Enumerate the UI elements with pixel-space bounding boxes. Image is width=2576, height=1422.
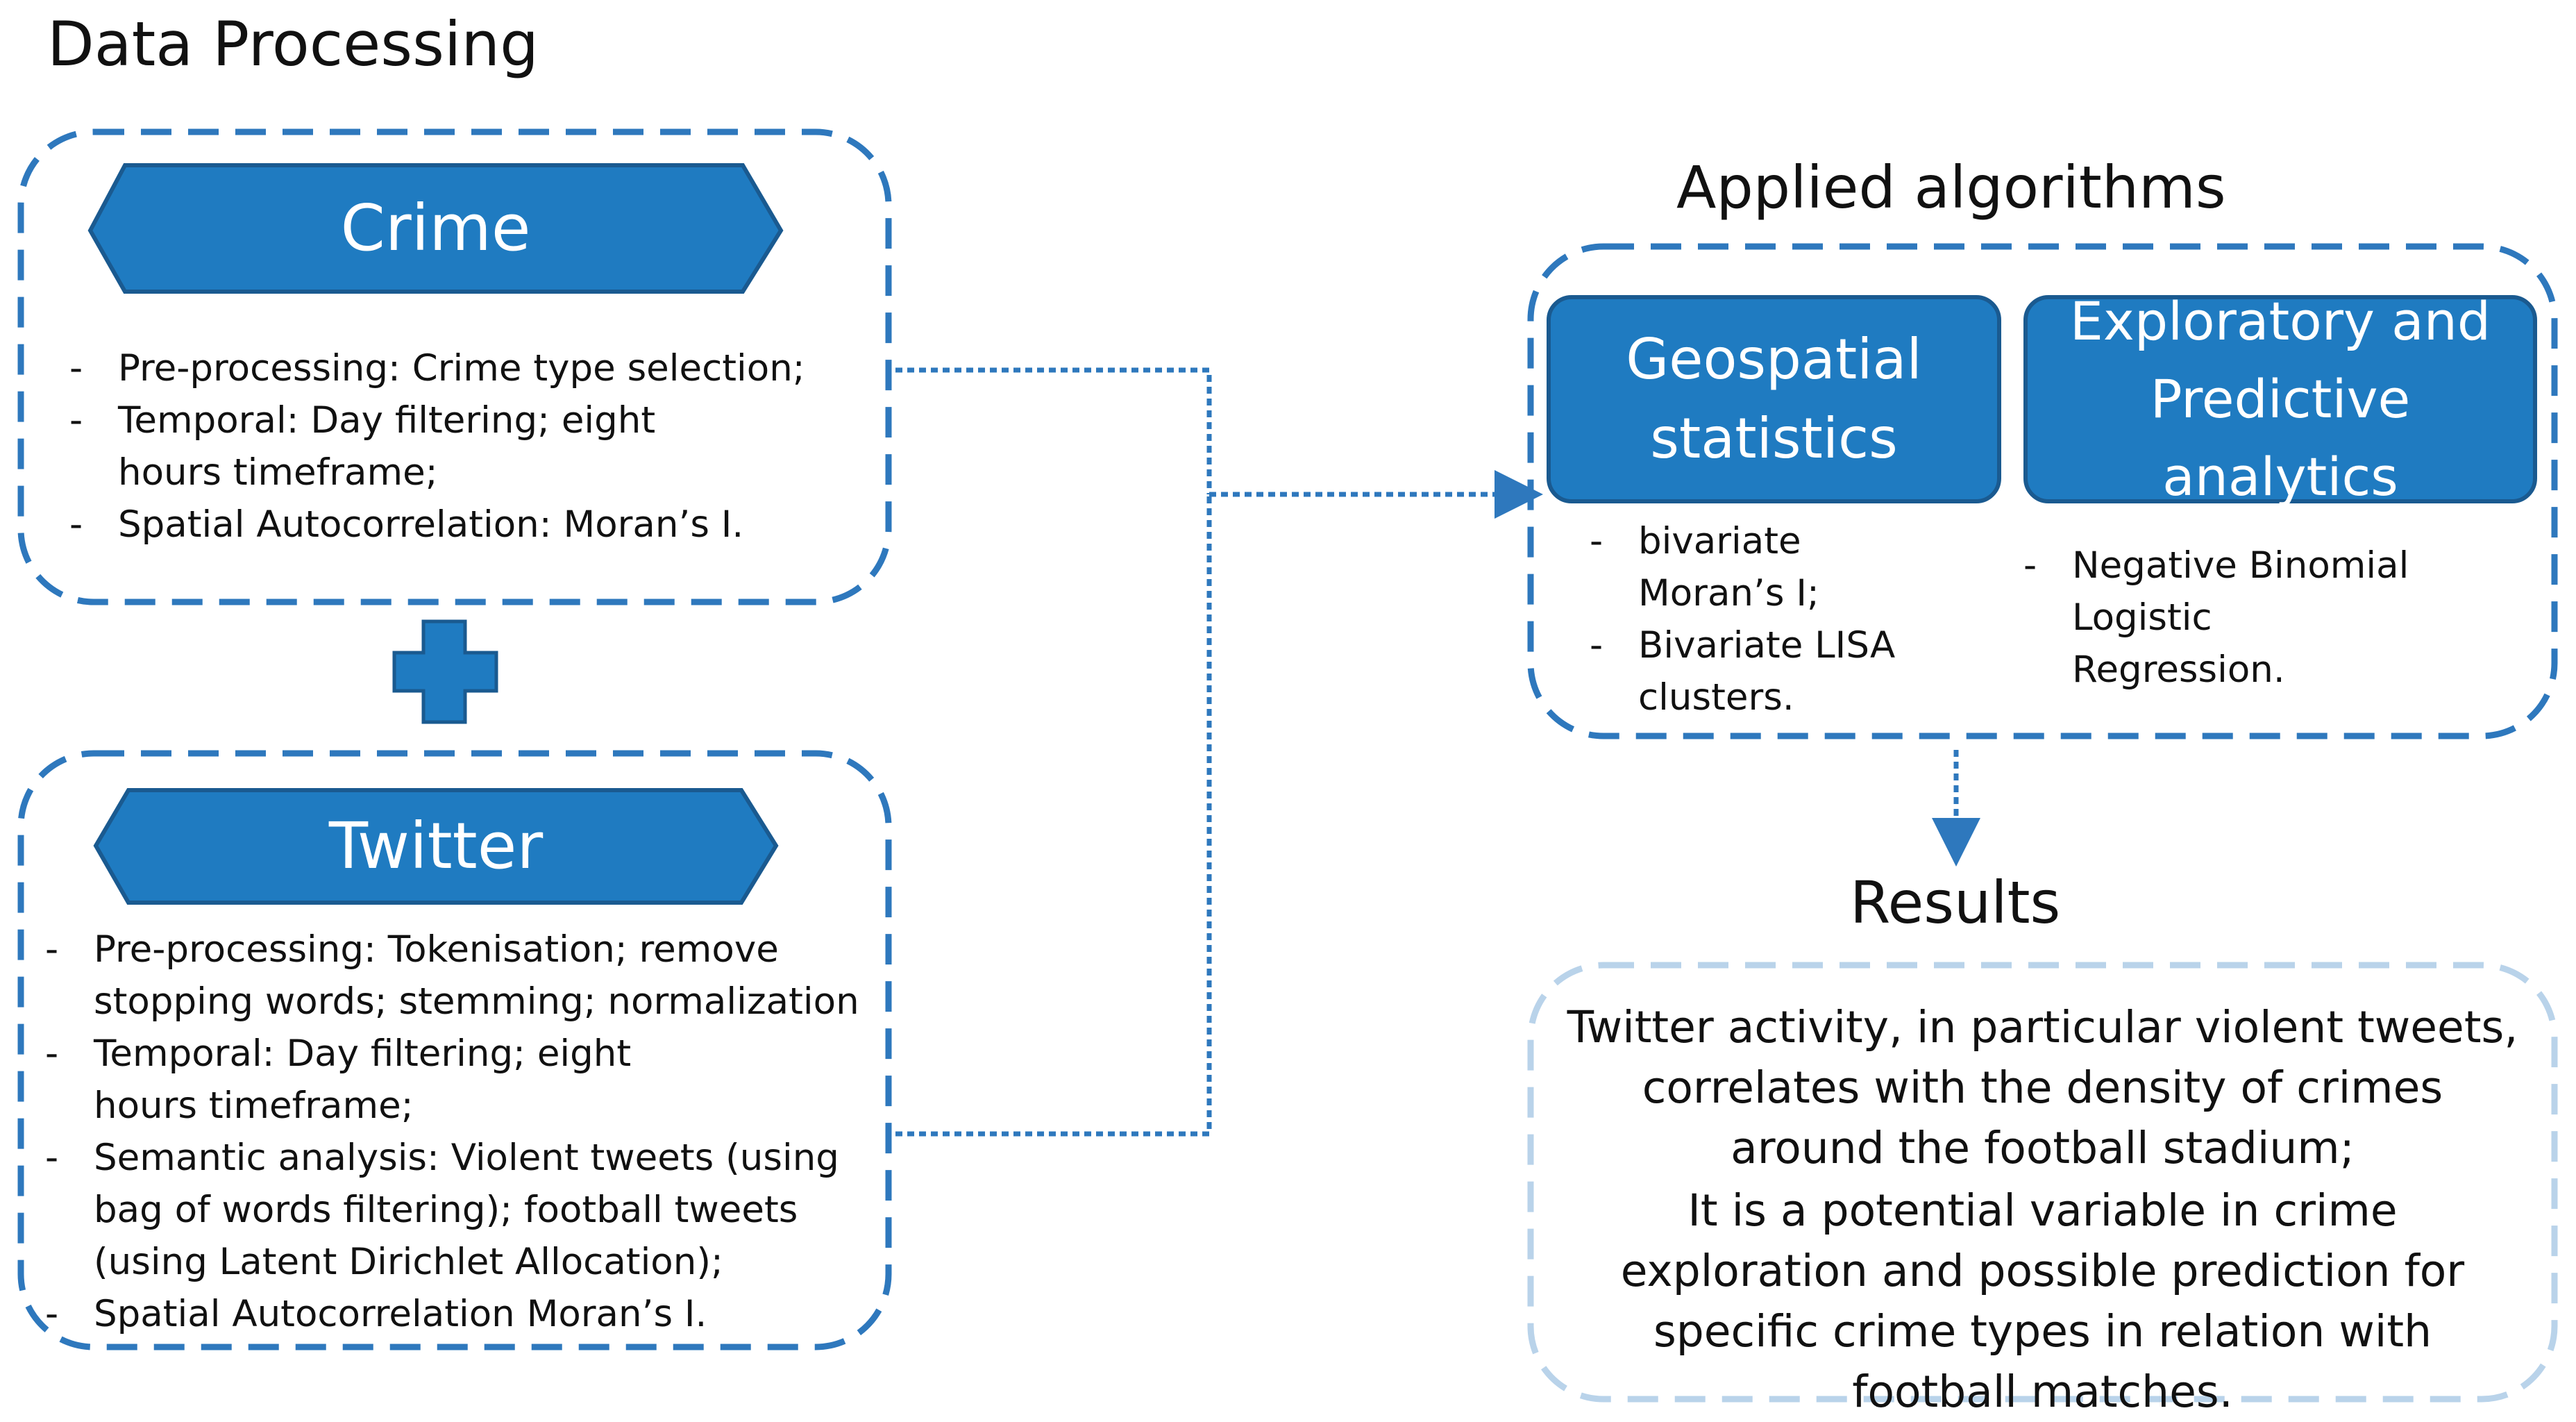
twitter-list: -Pre-processing: Tokenisation; remove st… [45, 923, 859, 1340]
list-item: -Pre-processing: Crime type selection; [69, 342, 819, 394]
list-item-text: Spatial Autocorrelation Moran’s I. [94, 1293, 707, 1335]
list-item-text: Spatial Autocorrelation: Moran’s I. [118, 503, 744, 546]
results-text-1: Twitter activity, in particular violent … [1567, 1002, 2518, 1173]
results-text-2: It is a potential variable in crime expl… [1620, 1185, 2465, 1417]
bullet-dash: - [2023, 544, 2037, 587]
predictive-list: -Negative Binomial Logistic Regression. [2023, 539, 2454, 696]
bullet-dash: - [1590, 624, 1603, 667]
page-title: Data Processing [47, 8, 539, 80]
list-item-text: Pre-processing: Crime type selection; [118, 347, 805, 390]
twitter-container [17, 750, 892, 1350]
results-container [1527, 962, 2558, 1403]
crime-container [17, 128, 892, 605]
bullet-dash: - [1590, 520, 1603, 562]
crime-banner [87, 163, 784, 294]
crime-label: Crime [340, 191, 531, 265]
list-item: -Semantic analysis: Violent tweets (usin… [45, 1132, 857, 1288]
predictive-box: Exploratory and Predictive analytics [2023, 290, 2537, 508]
twitter-label: Twitter [328, 809, 544, 883]
list-item: -Temporal: Day filtering; eight hours ti… [45, 1028, 857, 1132]
twitter-banner [93, 788, 779, 905]
geospatial-box: Geospatial statistics [1547, 295, 2001, 503]
list-item-text: Semantic analysis: Violent tweets (using… [94, 1137, 839, 1283]
twitter-connector [895, 494, 1212, 1137]
list-item-text: Temporal: Day filtering; eight hours tim… [94, 1032, 632, 1127]
bullet-dash: - [45, 928, 59, 971]
list-item: -Negative Binomial Logistic Regression. [2023, 539, 2454, 696]
algorithms-container [1527, 243, 2558, 739]
geospatial-label: Geospatial statistics [1626, 327, 1922, 471]
list-item: -Bivariate LISA clusters. [1590, 619, 1964, 723]
crime-list: -Pre-processing: Crime type selection; -… [69, 342, 819, 551]
geospatial-list: -bivariate Moran’s I; -Bivariate LISA cl… [1590, 515, 1964, 723]
list-item-text: bivariate Moran’s I; [1638, 520, 1819, 614]
list-item-text: Pre-processing: Tokenisation; remove sto… [94, 928, 859, 1023]
list-item: -Temporal: Day filtering; eight hours ti… [69, 394, 819, 499]
list-item: -bivariate Moran’s I; [1590, 515, 1964, 619]
results-title: Results [1850, 869, 2061, 937]
bullet-dash: - [69, 503, 83, 546]
bullet-dash: - [45, 1137, 59, 1179]
bullet-dash: - [45, 1293, 59, 1335]
bullet-dash: - [69, 399, 83, 442]
list-item: -Spatial Autocorrelation Moran’s I. [45, 1288, 857, 1340]
list-item-text: Temporal: Day filtering; eight hours tim… [118, 399, 656, 494]
list-item: -Spatial Autocorrelation: Moran’s I. [69, 499, 819, 551]
list-item: -Pre-processing: Tokenisation; remove st… [45, 923, 859, 1028]
predictive-label: Exploratory and Predictive analytics [2069, 290, 2491, 508]
bullet-dash: - [69, 347, 83, 390]
algorithms-title: Applied algorithms [1676, 153, 2226, 221]
list-item-text: Bivariate LISA clusters. [1638, 624, 1896, 719]
plus-icon [392, 619, 498, 724]
list-item-text: Negative Binomial Logistic Regression. [2072, 544, 2409, 691]
crime-connector [895, 367, 1212, 494]
bullet-dash: - [45, 1032, 59, 1075]
